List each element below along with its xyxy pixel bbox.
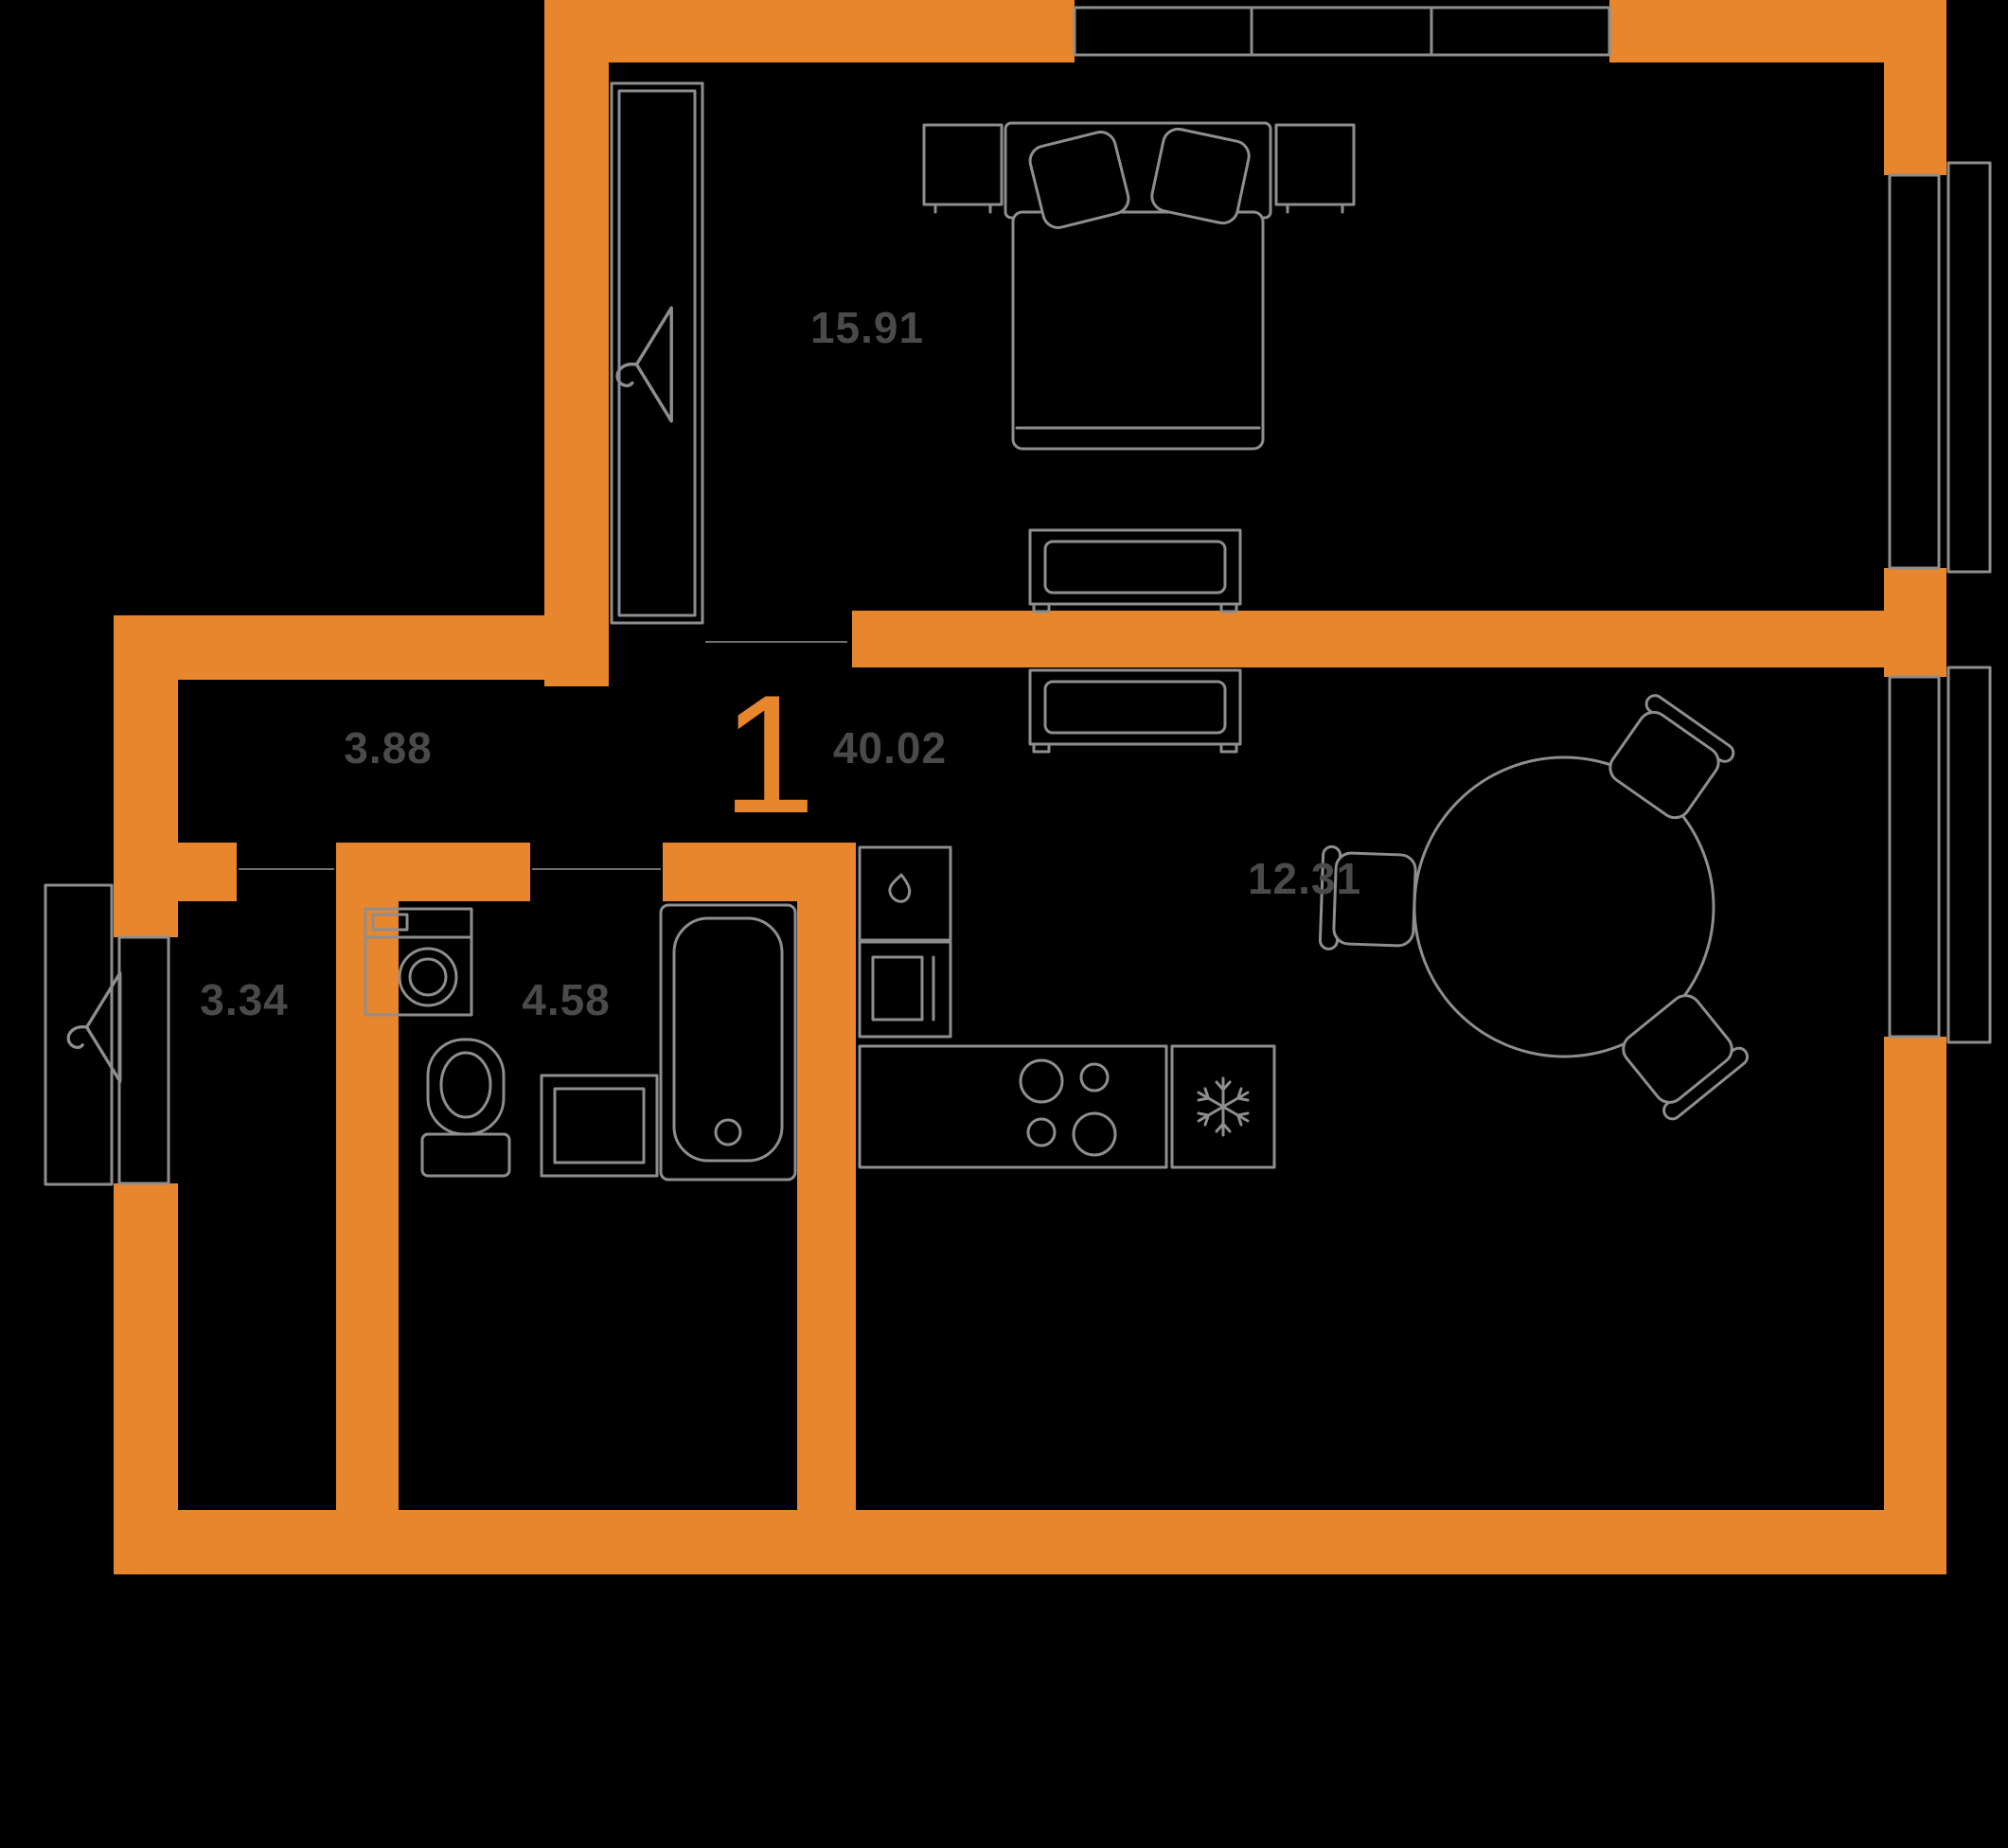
- closet-area-label: 3.34: [200, 975, 289, 1024]
- walls: [114, 0, 1946, 1574]
- stove-burner: [1079, 1062, 1110, 1093]
- wall-right-upper: [1884, 0, 1946, 175]
- nightstand-right: [1274, 123, 1356, 214]
- bedroom-furniture: [922, 121, 1356, 613]
- stove-burner: [1026, 1117, 1057, 1147]
- bed-body: [1011, 210, 1265, 451]
- pillow: [1028, 131, 1130, 229]
- bedroom-area-label: 15.91: [810, 303, 924, 352]
- nightstand-left: [922, 123, 1004, 214]
- bathroom-furniture: [364, 903, 797, 1182]
- wardrobe: [610, 81, 704, 625]
- kitchen-furniture: [858, 668, 1752, 1169]
- window-bedroom-right: [1888, 161, 1992, 574]
- hanger-icon: [615, 306, 673, 423]
- pillow: [1150, 127, 1251, 225]
- stove-burner: [1019, 1058, 1064, 1104]
- wall-bath-top-right: [663, 843, 797, 901]
- wall-top-left: [544, 0, 1075, 62]
- wall-bath-closet: [336, 843, 399, 1510]
- washing-machine: [364, 907, 473, 1017]
- bed: [1004, 121, 1272, 451]
- sink-unit: [858, 845, 952, 942]
- window-closet-left: [44, 883, 170, 1186]
- bathtub: [659, 903, 797, 1182]
- snowflake-icon: [1194, 1076, 1253, 1137]
- dresser-kitchen: [1028, 668, 1242, 754]
- wall-bath-kitchen: [797, 843, 856, 1510]
- labels: 15.91 3.88 1 40.02 3.34 4.58 12.31: [200, 303, 1361, 1024]
- bathroom-area-label: 4.58: [522, 975, 611, 1024]
- toilet: [420, 1038, 511, 1178]
- total-area-label: 40.02: [833, 723, 947, 773]
- sink-vanity: [540, 1074, 659, 1178]
- wall-right-lower: [1884, 1037, 1946, 1574]
- kitchen-counter: [858, 1044, 1168, 1169]
- wall-left-lower: [114, 1183, 178, 1510]
- wall-left-top-room: [544, 0, 609, 686]
- oven-unit: [858, 940, 952, 1039]
- wall-closet-top: [114, 843, 237, 901]
- droplet-icon: [888, 873, 912, 903]
- windows: [44, 6, 1992, 1186]
- wall-mid-left: [114, 615, 609, 680]
- door-openings: [239, 641, 847, 870]
- hallway-area-label: 3.88: [344, 723, 433, 773]
- wall-bottom: [114, 1510, 1946, 1574]
- fridge: [1170, 1044, 1276, 1169]
- wall-bedroom-divider: [852, 611, 1884, 667]
- window-top: [1073, 6, 1611, 57]
- wall-right-mid: [1884, 568, 1946, 677]
- unit-number-label: 1: [722, 660, 816, 848]
- dresser-bedroom: [1028, 528, 1242, 613]
- kitchen-living-area-label: 12.31: [1248, 854, 1361, 903]
- stove-burner: [1072, 1111, 1117, 1157]
- kitchen-cabinet-column: [858, 845, 952, 1039]
- window-kitchen-right: [1888, 666, 1992, 1044]
